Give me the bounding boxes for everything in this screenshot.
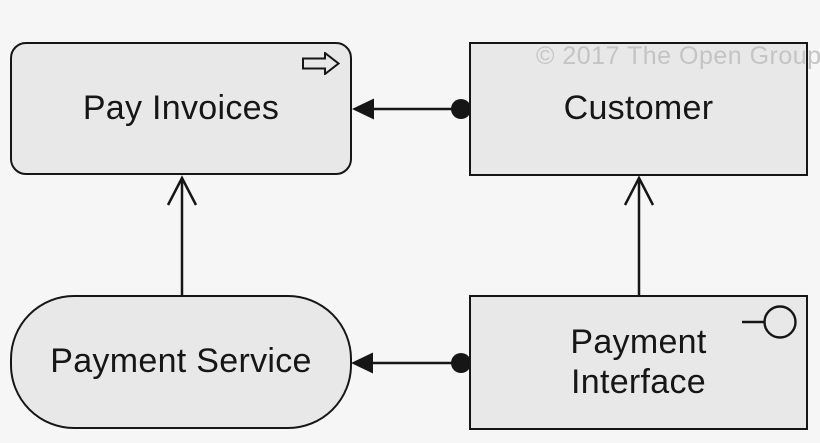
relationship-customer-to-pay-invoices [352,98,471,120]
watermark: © 2017 The Open Group [536,42,820,70]
assignment-ball [451,353,471,373]
relationship-payment-interface-to-payment-service [351,352,471,374]
node-label: Payment Interface [570,323,707,401]
node-payment-interface: Payment Interface [469,295,808,430]
open-arrowhead [623,175,655,206]
node-label: Payment Service [50,342,312,381]
filled-arrowhead [351,352,373,374]
node-customer: Customer [469,42,808,176]
node-pay-invoices: Pay Invoices [10,42,352,175]
assignment-ball [451,99,471,119]
node-label: Customer [563,89,714,128]
open-arrowhead [166,175,198,206]
interface-lollipop-icon [742,305,797,339]
relationship-payment-service-to-pay-invoices [166,175,198,295]
process-arrow-icon [302,52,340,75]
node-label: Pay Invoices [82,88,280,127]
node-payment-service: Payment Service [10,295,352,429]
filled-arrowhead [352,98,374,120]
relationship-payment-interface-to-customer [623,175,655,295]
